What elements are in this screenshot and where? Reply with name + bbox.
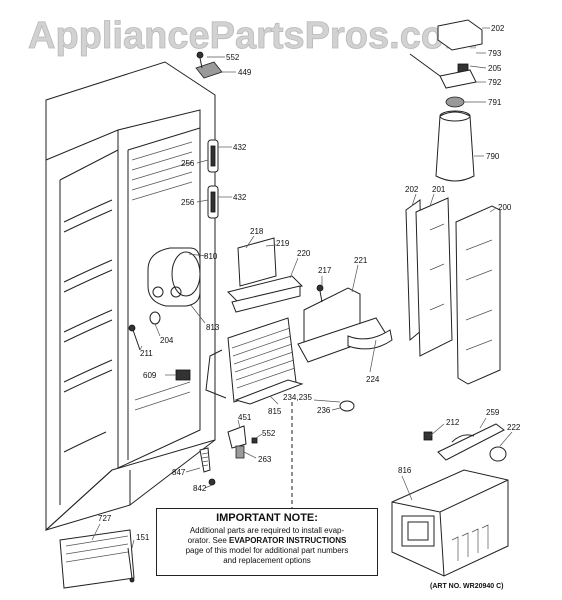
- callout-451: 451: [238, 413, 252, 422]
- callout-790: 790: [486, 152, 500, 161]
- callout-200: 200: [498, 203, 512, 212]
- callout-234-235: 234,235: [283, 393, 312, 402]
- callout-847: 847: [172, 468, 186, 477]
- note-line-2-text: orator. See: [187, 536, 229, 545]
- note-line-1: Additional parts are required to install…: [189, 526, 345, 535]
- callout-220: 220: [297, 249, 311, 258]
- callout-792: 792: [488, 78, 502, 87]
- callout-263: 263: [258, 455, 272, 464]
- callout-256-lower: 256: [181, 198, 195, 207]
- callout-204: 204: [160, 336, 174, 345]
- art-number: (ART NO. WR20940 C): [430, 583, 504, 590]
- callout-793: 793: [488, 49, 502, 58]
- callout-202: 202: [405, 185, 419, 194]
- icemaker-assembly: [391, 423, 509, 577]
- screw-and-grommet: [128, 311, 161, 351]
- callout-224: 224: [366, 375, 380, 384]
- callout-552: 552: [226, 53, 240, 62]
- note-line-3: page of this model for additional part n…: [185, 546, 349, 555]
- callout-211: 211: [140, 349, 153, 358]
- callout-218: 218: [250, 227, 264, 236]
- callout-727: 727: [98, 514, 112, 523]
- callout-810: 810: [204, 252, 218, 261]
- note-body: Additional parts are required to install…: [157, 526, 377, 566]
- callout-202-top: 202: [491, 24, 505, 33]
- callout-432-lower: 432: [233, 193, 247, 202]
- callout-259: 259: [486, 408, 500, 417]
- evaporator-instructions-text: EVAPORATOR INSTRUCTIONS: [229, 536, 347, 545]
- callout-217: 217: [318, 266, 332, 275]
- callout-151: 151: [136, 533, 150, 542]
- toe-grille: [59, 529, 135, 589]
- callout-449: 449: [238, 68, 252, 77]
- evaporator-coil: [205, 317, 304, 405]
- refrigerator-case: [45, 51, 223, 532]
- callout-201: 201: [432, 185, 446, 194]
- callout-labels: 552 449 432 256 432 256 810 813 204 211 …: [98, 24, 521, 542]
- evaporator-cover-parts: [227, 237, 303, 313]
- callout-212: 212: [446, 418, 460, 427]
- callout-221: 221: [354, 256, 368, 265]
- callout-552-lower: 552: [262, 429, 276, 438]
- drain-parts: [199, 425, 258, 486]
- note-line-4: and replacement options: [223, 556, 311, 565]
- callout-609: 609: [143, 371, 157, 380]
- note-line-2: orator. See EVAPORATOR INSTRUCTIONS: [157, 536, 377, 546]
- door-liner-panels: [405, 197, 501, 385]
- callout-432: 432: [233, 143, 247, 152]
- evaporator-fan-motor: [147, 247, 201, 307]
- air-duct-parts: [297, 284, 393, 412]
- callout-205: 205: [488, 64, 502, 73]
- watermark-text: AppliancePartsPros.com: [28, 15, 478, 57]
- callout-256: 256: [181, 159, 195, 168]
- callout-813: 813: [206, 323, 220, 332]
- important-note-box: IMPORTANT NOTE: Additional parts are req…: [156, 508, 378, 576]
- callout-219: 219: [276, 239, 290, 248]
- callout-842: 842: [193, 484, 207, 493]
- note-title: IMPORTANT NOTE:: [216, 512, 318, 524]
- hinge-parts: [207, 139, 219, 219]
- callout-815: 815: [268, 407, 282, 416]
- callout-236: 236: [317, 406, 331, 415]
- callout-791: 791: [488, 98, 502, 107]
- callout-222: 222: [507, 423, 521, 432]
- callout-816: 816: [398, 466, 412, 475]
- heater-part: [175, 369, 191, 381]
- callout-leaders: [91, 27, 513, 549]
